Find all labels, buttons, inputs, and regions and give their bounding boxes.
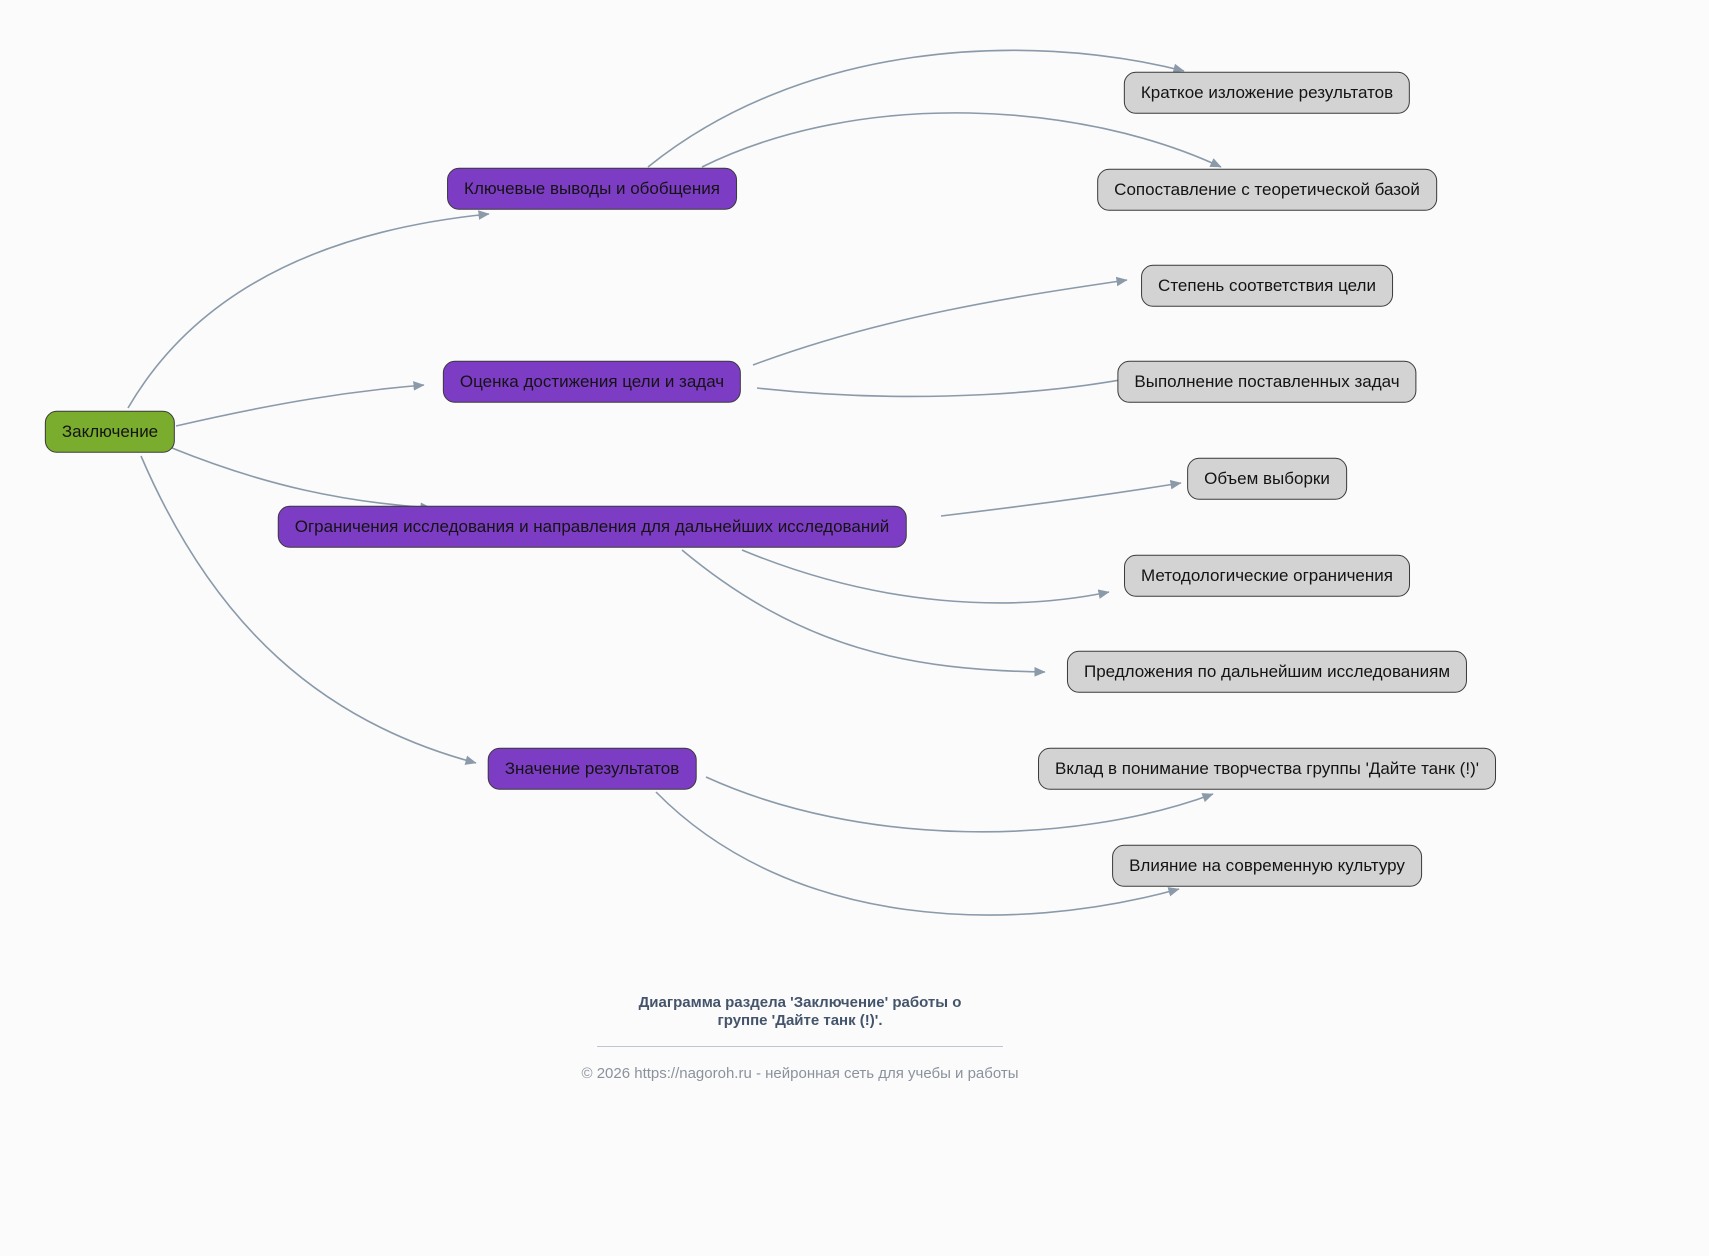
node-goal-compliance-degree: Степень соответствия цели xyxy=(1141,264,1393,308)
node-tasks-fulfillment: Выполнение поставленных задач xyxy=(1117,360,1417,404)
node-influence-on-culture: Влияние на современную культуру xyxy=(1112,844,1422,888)
edge-goal-assessment-to-compliance xyxy=(752,276,1128,366)
caption-line-2: группе 'Дайте танк (!)'. xyxy=(717,1012,883,1029)
edge-limitations-to-methodology xyxy=(741,549,1110,604)
edge-root-to-significance xyxy=(140,455,477,765)
node-sample-size: Объем выборки xyxy=(1187,457,1347,501)
edge-root-to-limitations xyxy=(171,447,432,513)
node-further-research-proposals: Предложения по дальнейшим исследованиям xyxy=(1066,650,1468,694)
node-conclusion-root: Заключение xyxy=(44,410,176,454)
edge-key-conclusions-to-theory xyxy=(701,112,1222,168)
edge-limitations-to-proposals xyxy=(681,549,1046,677)
node-methodological-limitations: Методологические ограничения xyxy=(1124,554,1410,598)
edge-root-to-key-conclusions xyxy=(127,210,490,409)
node-results-significance: Значение результатов xyxy=(487,747,697,791)
edge-root-to-goal-assessment xyxy=(175,381,425,427)
footer-credit: © 2026 https://nagoroh.ru - нейронная се… xyxy=(581,1065,1019,1082)
node-limitations-directions: Ограничения исследования и направления д… xyxy=(277,505,907,549)
edge-significance-to-culture xyxy=(655,791,1180,916)
node-contribution-to-understanding: Вклад в понимание творчества группы 'Дай… xyxy=(1038,747,1496,791)
edge-significance-to-contribution xyxy=(705,776,1214,833)
node-results-summary: Краткое изложение результатов xyxy=(1123,71,1411,115)
node-goal-assessment: Оценка достижения цели и задач xyxy=(442,360,742,404)
node-key-conclusions: Ключевые выводы и обобщения xyxy=(447,167,737,211)
edge-limitations-to-sample xyxy=(940,479,1182,517)
node-theory-comparison: Сопоставление с теоретической базой xyxy=(1097,168,1437,212)
caption-divider xyxy=(597,1046,1003,1047)
edge-key-conclusions-to-summary xyxy=(647,49,1185,168)
diagram-caption: Диаграмма раздела 'Заключение' работы о … xyxy=(639,994,962,1030)
caption-line-1: Диаграмма раздела 'Заключение' работы о xyxy=(638,994,962,1011)
